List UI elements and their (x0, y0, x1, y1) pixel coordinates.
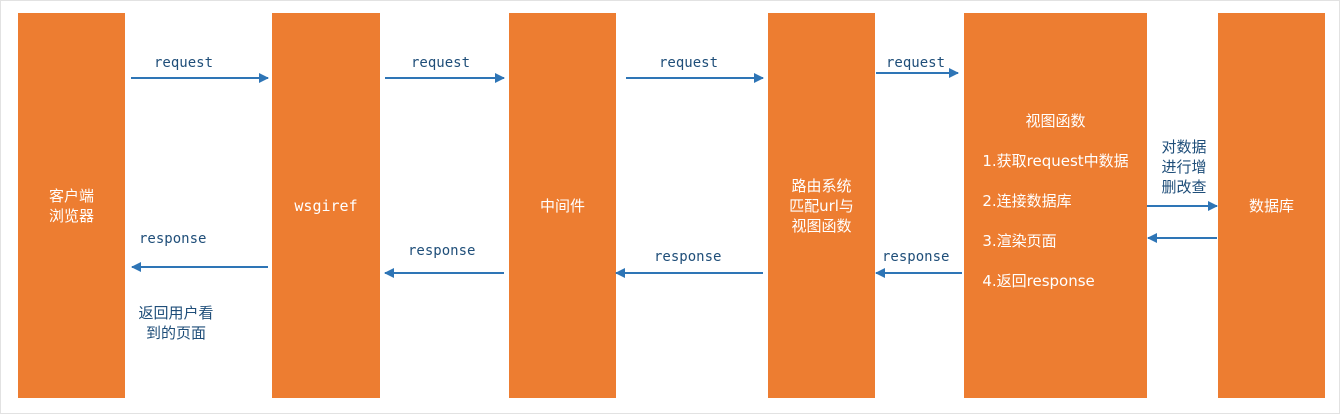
middleware-box: 中间件 (509, 13, 616, 398)
database-box: 数据库 (1218, 13, 1325, 398)
routing-system-box: 路由系统 匹配url与 视图函数 (768, 13, 875, 398)
view-step-1: 1.获取request中数据 (982, 151, 1129, 170)
wsgiref-box: wsgiref (272, 13, 380, 398)
client-browser-label: 客户端 浏览器 (48, 186, 94, 225)
response-label-3: response (654, 249, 722, 265)
response-label-4: response (882, 249, 950, 265)
request-label-3: request (659, 55, 719, 71)
client-browser-box: 客户端 浏览器 (18, 13, 125, 398)
wsgiref-label: wsgiref (294, 196, 358, 215)
return-page-note: 返回用户看 到的页面 (138, 304, 214, 342)
view-step-4: 4.返回response (982, 271, 1095, 290)
db-operations-note: 对数据 进行增 删改查 (1161, 138, 1207, 196)
view-step-2: 2.连接数据库 (982, 191, 1072, 210)
routing-system-label: 路由系统 匹配url与 视图函数 (789, 176, 854, 235)
middleware-label: 中间件 (539, 196, 585, 215)
request-label-4: request (886, 55, 946, 71)
view-function-title: 视图函数 (1025, 111, 1086, 130)
view-function-content: 视图函数 1.获取request中数据 2.连接数据库 3.渲染页面 4.返回r… (982, 91, 1128, 311)
response-label-1: response (139, 231, 207, 247)
request-label-2: request (411, 55, 471, 71)
view-step-3: 3.渲染页面 (982, 231, 1057, 250)
view-function-box: 视图函数 1.获取request中数据 2.连接数据库 3.渲染页面 4.返回r… (964, 13, 1147, 398)
response-label-2: response (408, 243, 476, 259)
request-label-1: request (154, 55, 214, 71)
database-label: 数据库 (1248, 196, 1294, 215)
